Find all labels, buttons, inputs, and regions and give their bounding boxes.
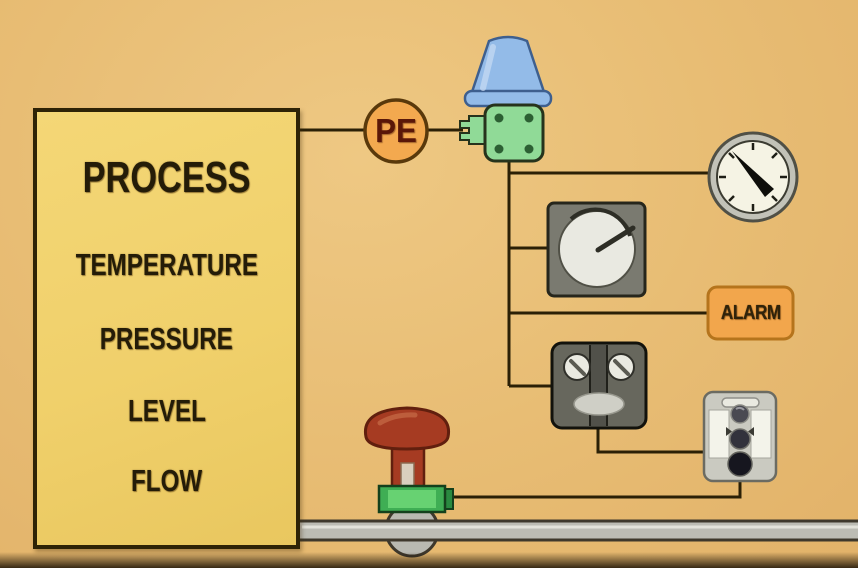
- relay-side-panel: [750, 409, 772, 459]
- process-title-text: PROCESS: [82, 153, 251, 202]
- recorder-chart-disc: [558, 210, 636, 288]
- relay-port-highlight: [735, 406, 745, 411]
- two-knob-controller: [550, 341, 648, 430]
- bolt-icon: [494, 144, 504, 154]
- bolt-icon: [524, 144, 534, 154]
- process-variable-flow: FLOW: [37, 463, 296, 499]
- signal-lines: [300, 128, 742, 499]
- bolt-icon: [524, 113, 534, 123]
- pe-text: PE: [375, 112, 418, 149]
- gauge-needle: [732, 151, 774, 197]
- knob-slot: [569, 359, 586, 376]
- pipe-fill: [300, 522, 858, 539]
- alarm-label: ALARM: [708, 302, 793, 324]
- gauge-ticks: [719, 143, 787, 211]
- transmitter-connector: [459, 115, 487, 145]
- controller-display-oval: [573, 392, 625, 416]
- knob-slot: [613, 359, 630, 376]
- actuator-highlight: [377, 412, 418, 426]
- variable-text: LEVEL: [127, 393, 206, 428]
- relay-port-icon: [727, 451, 753, 477]
- alarm-text: ALARM: [720, 302, 781, 324]
- line-relay-to-valve: [446, 480, 742, 499]
- relay-port-icon: [729, 428, 751, 450]
- pressure-gauge-indicator: [707, 131, 799, 223]
- alarm-annunciator-box: [706, 285, 795, 341]
- positioner-face: [388, 490, 436, 508]
- pe-sensor-symbol: [363, 98, 429, 164]
- variable-text: FLOW: [130, 463, 203, 498]
- variable-text: TEMPERATURE: [75, 247, 258, 282]
- transmitter-with-funnel-cap: [459, 35, 553, 163]
- relay-notch: [748, 427, 754, 436]
- relay-side-panel: [708, 409, 730, 459]
- pe-sensor-label: PE: [364, 109, 429, 153]
- line-controller-to-relay: [596, 428, 705, 454]
- transmitter-body: [483, 103, 545, 163]
- diaphragm-control-valve: [363, 406, 454, 514]
- process-variable-level: LEVEL: [37, 393, 296, 429]
- funnel-highlight: [480, 44, 496, 91]
- process-box-title: PROCESS: [37, 153, 296, 203]
- relay-notch: [726, 427, 732, 436]
- process-box: PROCESS TEMPERATURE PRESSURE LEVEL FLOW: [33, 108, 300, 549]
- process-variable-pressure: PRESSURE: [37, 321, 296, 357]
- process-variable-temperature: TEMPERATURE: [37, 247, 296, 283]
- bolt-icon: [494, 113, 504, 123]
- variable-text: PRESSURE: [99, 321, 234, 356]
- relay-transducer: [702, 390, 778, 483]
- process-pipe-assembly: [300, 502, 858, 558]
